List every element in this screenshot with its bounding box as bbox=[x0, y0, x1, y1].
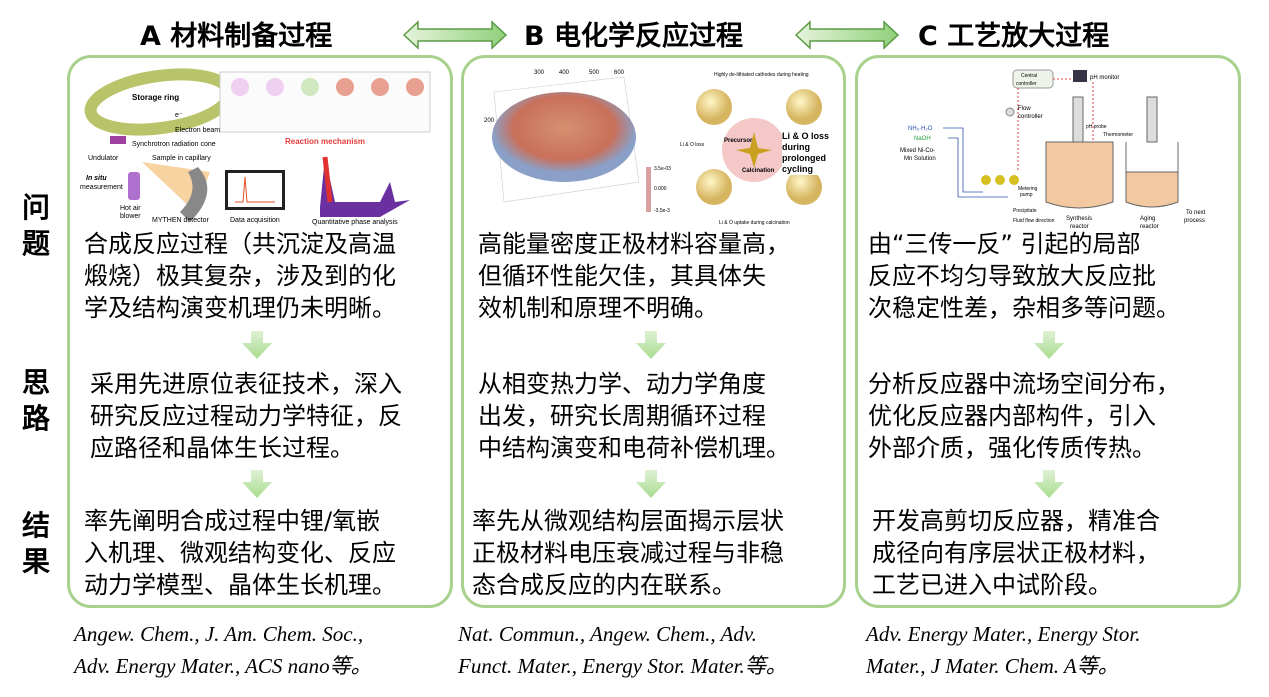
svg-text:Li & O uptake during calcinati: Li & O uptake during calcination bbox=[719, 220, 790, 226]
svg-text:pH probe: pH probe bbox=[1086, 124, 1107, 130]
svg-text:Highly de-lithiated cathodes d: Highly de-lithiated cathodes during heat… bbox=[714, 72, 809, 78]
svg-text:pH monitor: pH monitor bbox=[1090, 75, 1119, 81]
result-text: 率先从微观结构层面揭示层状正极材料电压衰减过程与非稳态合成反应的内在联系。 bbox=[472, 507, 784, 599]
down-arrow-icon bbox=[636, 470, 666, 498]
svg-text:Data acquisition: Data acquisition bbox=[230, 217, 280, 224]
svg-text:Synthesis: Synthesis bbox=[1066, 216, 1092, 222]
approach-text: 分析反应器中流场空间分布，优化反应器内部构件，引入外部介质，强化传质传热。 bbox=[868, 370, 1180, 462]
approach-text: 从相变热力学、动力学角度出发，研究长周期循环过程中结构演变和电荷补偿机理。 bbox=[478, 370, 790, 462]
svg-text:blower: blower bbox=[120, 213, 141, 220]
svg-text:Fluid flow direction: Fluid flow direction bbox=[1013, 218, 1055, 224]
reactor-schematic-figure: Central controller pH monitor Flow contr… bbox=[900, 69, 1206, 230]
references-b: Nat. Commun., Angew. Chem., Adv.Funct. M… bbox=[458, 622, 787, 678]
row-label-result: 结果 bbox=[21, 509, 50, 578]
svg-text:Mixed Ni-Co-: Mixed Ni-Co- bbox=[900, 148, 935, 154]
problem-text: 高能量密度正极材料容量高，但循环性能欠佳，其具体失效机制和原理不明确。 bbox=[478, 230, 790, 322]
result-text: 开发高剪切反应器，精准合成径向有序层状正极材料，工艺已进入中试阶段。 bbox=[872, 507, 1160, 599]
references-a: Angew. Chem., J. Am. Chem. Soc.,Adv. Ene… bbox=[74, 622, 372, 678]
svg-text:Calcination: Calcination bbox=[742, 168, 775, 174]
svg-text:e⁻: e⁻ bbox=[175, 112, 183, 119]
svg-text:0.000: 0.000 bbox=[654, 186, 667, 192]
row-label-approach: 思路 bbox=[21, 366, 50, 435]
svg-text:Thermometer: Thermometer bbox=[1103, 132, 1133, 138]
svg-text:-3.5e-3: -3.5e-3 bbox=[654, 208, 670, 214]
down-arrow-icon bbox=[1034, 331, 1064, 359]
svg-text:200: 200 bbox=[484, 118, 495, 124]
result-text: 率先阐明合成过程中锂/氧嵌入机理、微观结构变化、反应动力学模型、晶体生长机理。 bbox=[84, 507, 396, 599]
svg-text:To next: To next bbox=[1186, 210, 1206, 216]
approach-text: 采用先进原位表征技术，深入研究反应过程动力学特征，反应路径和晶体生长过程。 bbox=[90, 370, 402, 462]
panel-material-preparation: Storage ring e⁻ Electron beam Synchrotro… bbox=[67, 55, 453, 608]
svg-text:3.5e-03: 3.5e-03 bbox=[654, 166, 671, 172]
double-arrow-icon bbox=[794, 20, 900, 50]
svg-text:Synchrotron radiation cone: Synchrotron radiation cone bbox=[132, 141, 216, 148]
svg-text:300: 300 bbox=[534, 70, 545, 76]
svg-text:controller: controller bbox=[1018, 114, 1043, 120]
svg-text:pump: pump bbox=[1020, 192, 1033, 198]
down-arrow-icon bbox=[242, 331, 272, 359]
svg-text:Hot air: Hot air bbox=[120, 205, 141, 212]
references-c: Adv. Energy Mater., Energy Stor.Mater., … bbox=[866, 622, 1141, 678]
row-label-problem: 问题 bbox=[21, 191, 50, 260]
svg-text:Storage ring: Storage ring bbox=[132, 93, 179, 102]
column-title-c: C 工艺放大过程 bbox=[918, 21, 1110, 52]
svg-text:500: 500 bbox=[589, 70, 600, 76]
svg-text:NaOH: NaOH bbox=[914, 136, 931, 142]
in-situ-synchrotron-figure: Storage ring e⁻ Electron beam Synchrotro… bbox=[80, 68, 431, 226]
svg-text:Central: Central bbox=[1021, 73, 1037, 79]
problem-text: 由“三传一反” 引起的局部反应不均匀导致放大反应批次稳定性差，杂相多等问题。 bbox=[868, 230, 1180, 322]
svg-text:Mn Solution: Mn Solution bbox=[904, 156, 936, 162]
svg-text:Li & O loss: Li & O loss bbox=[680, 142, 705, 148]
problem-text: 合成反应过程（共沉淀及高温煅烧）极其复杂，涉及到的化学及结构演变机理仍未明晰。 bbox=[84, 230, 396, 322]
svg-text:reactor: reactor bbox=[1140, 224, 1159, 230]
down-arrow-icon bbox=[636, 331, 666, 359]
svg-text:NH₃·H₂O: NH₃·H₂O bbox=[908, 126, 933, 132]
svg-text:Aging: Aging bbox=[1140, 216, 1155, 222]
double-arrow-icon bbox=[402, 20, 508, 50]
svg-text:reactor: reactor bbox=[1070, 224, 1089, 230]
svg-text:Sample in capillary: Sample in capillary bbox=[152, 155, 211, 162]
svg-text:measurement: measurement bbox=[80, 184, 123, 191]
svg-text:controller: controller bbox=[1016, 81, 1037, 87]
svg-text:Electron beam: Electron beam bbox=[175, 127, 220, 134]
panel-process-scale-up: Central controller pH monitor Flow contr… bbox=[855, 55, 1241, 608]
down-arrow-icon bbox=[1034, 470, 1064, 498]
svg-text:MYTHEN detector: MYTHEN detector bbox=[152, 217, 209, 224]
svg-text:Quantitative phase analysis: Quantitative phase analysis bbox=[312, 219, 398, 226]
svg-text:Reaction mechanism: Reaction mechanism bbox=[285, 137, 365, 146]
particle-strain-figure: 200 300 400 500 600 3.5e-03 0.000 -3.5e-… bbox=[484, 70, 822, 226]
svg-text:Metering: Metering bbox=[1018, 186, 1038, 192]
li-o-loss-cycling-label: Li & O loss during prolonged cycling bbox=[782, 131, 842, 175]
down-arrow-icon bbox=[242, 470, 272, 498]
column-title-a: A 材料制备过程 bbox=[140, 21, 333, 52]
svg-text:600: 600 bbox=[614, 70, 625, 76]
svg-text:process: process bbox=[1184, 218, 1205, 224]
svg-text:Precipitate: Precipitate bbox=[1013, 208, 1037, 214]
panel-electrochemical-reaction: 200 300 400 500 600 3.5e-03 0.000 -3.5e-… bbox=[461, 55, 846, 608]
svg-text:400: 400 bbox=[559, 70, 570, 76]
svg-text:Precursor: Precursor bbox=[724, 138, 753, 144]
svg-text:Undulator: Undulator bbox=[88, 155, 119, 162]
svg-text:Flow: Flow bbox=[1018, 106, 1031, 112]
column-title-b: B 电化学反应过程 bbox=[524, 21, 743, 52]
svg-text:In situ: In situ bbox=[86, 175, 107, 182]
